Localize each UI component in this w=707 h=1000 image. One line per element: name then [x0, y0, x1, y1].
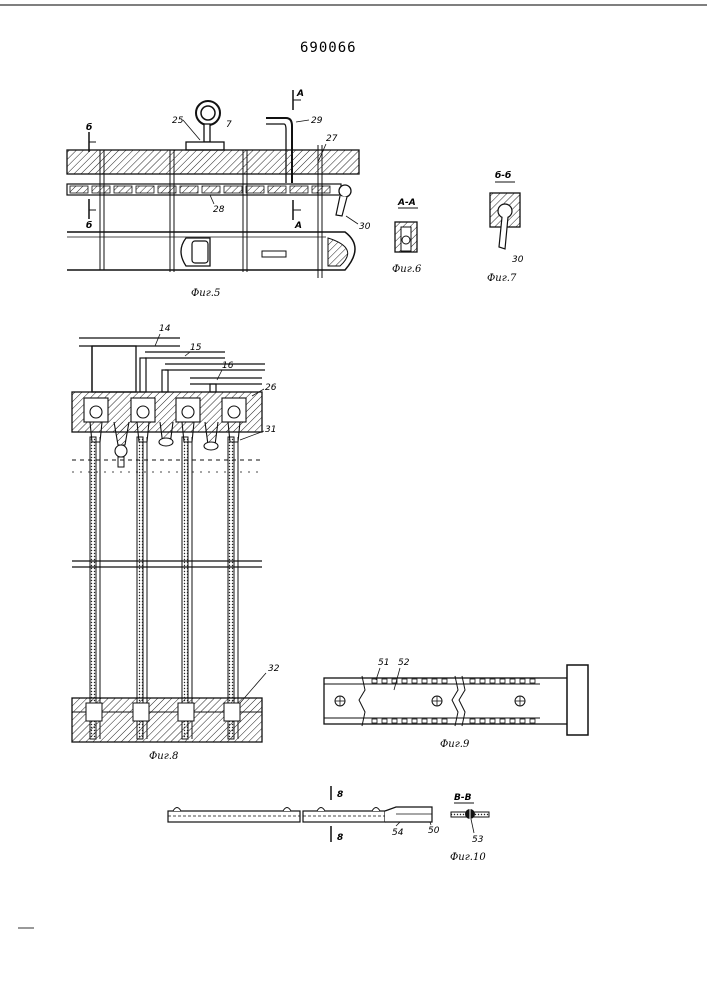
section-AA-title: А-А — [397, 198, 416, 208]
figure-10: 8 8 54 50 В-В 53 Фиг.10 — [168, 786, 489, 863]
label-54: 54 — [392, 828, 404, 838]
caption-fig9: Фиг.9 — [440, 739, 470, 750]
section-VV-title: В-В — [454, 793, 472, 803]
label-14: 14 — [159, 324, 171, 334]
hook-ring — [196, 101, 220, 125]
figure-9: 51 52 Фиг.9 — [324, 658, 588, 750]
hook-base — [186, 142, 224, 150]
label-8-top: 8 — [337, 790, 343, 800]
vertical-tubes — [90, 437, 238, 739]
label-7: 7 — [226, 120, 232, 130]
label-29: 29 — [311, 116, 323, 126]
label-52: 52 — [398, 658, 410, 668]
figure-7: б-б 30 Фиг.7 — [487, 170, 524, 284]
hook-stem — [204, 124, 210, 142]
label-50: 50 — [428, 826, 440, 836]
label-28: 28 — [213, 205, 225, 215]
figure-6: А-А Фиг.6 — [392, 198, 422, 275]
label-30: 30 — [359, 222, 371, 232]
perforated-strip — [324, 678, 569, 724]
section-BB-title: б-б — [495, 170, 511, 181]
caption-fig8: Фиг.8 — [149, 751, 178, 762]
flat-strip — [168, 811, 300, 822]
section-B-bottom: б — [86, 220, 92, 231]
label-8-bottom: 8 — [337, 833, 343, 843]
caption-fig5: Фиг.5 — [191, 288, 220, 299]
pivot-30 — [339, 185, 351, 197]
label-53: 53 — [472, 835, 484, 845]
caption-fig6: Фиг.6 — [392, 264, 422, 275]
end-block — [567, 665, 588, 735]
hatched-beam — [67, 150, 359, 174]
label-26: 26 — [265, 383, 277, 393]
label-30-fig7: 30 — [512, 255, 524, 265]
label-51: 51 — [378, 658, 389, 668]
label-16: 16 — [222, 361, 234, 371]
label-31: 31 — [265, 425, 276, 435]
label-27: 27 — [326, 134, 338, 144]
segmented-bar-28 — [67, 184, 341, 195]
caption-fig10: Фиг.10 — [450, 852, 486, 863]
label-25: 25 — [172, 116, 184, 126]
label-15: 15 — [190, 343, 202, 353]
caption-fig7: Фиг.7 — [487, 273, 517, 284]
tube-pin — [262, 251, 286, 257]
figure-8: 14 15 16 26 — [72, 324, 280, 762]
label-32: 32 — [268, 664, 280, 674]
section-A-bottom: A — [294, 221, 302, 231]
patent-number: 690066 — [300, 40, 357, 56]
figure-5: 25 7 29 A A б б — [67, 89, 371, 299]
lower-tube — [67, 232, 355, 270]
section-B-top: б — [86, 122, 92, 133]
section-A-top: A — [296, 89, 304, 99]
